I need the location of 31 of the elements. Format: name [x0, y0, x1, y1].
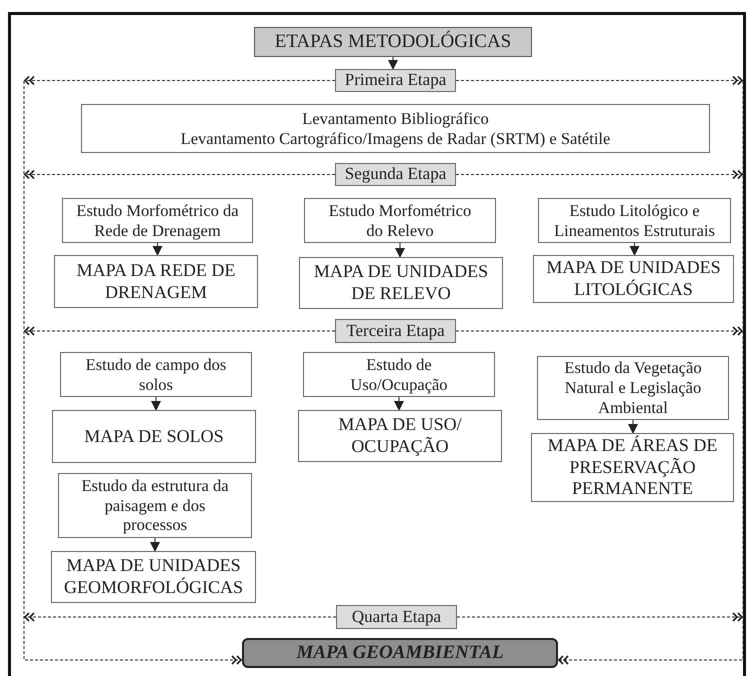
process-box: Estudo da estrutura da paisagem e dos processos: [58, 473, 252, 538]
process-box: Estudo Morfométrico da Rede de Drenagem: [62, 198, 253, 243]
map-box: MAPA DA REDE DE DRENAGEM: [54, 255, 258, 308]
map-box: MAPA DE ÁREAS DE PRESERVAÇÃO PERMANENTE: [531, 433, 734, 502]
heading-box: ETAPAS METODOLÓGICAS: [254, 27, 532, 57]
arrow: [630, 242, 640, 256]
result-box: MAPA GEOAMBIENTAL: [242, 638, 558, 668]
stage-label-box: Primeira Etapa: [335, 69, 456, 92]
map-box: MAPA DE UNIDADES DE RELEVO: [299, 257, 503, 309]
map-box: MAPA DE UNIDADES GEOMORFOLÓGICAS: [51, 551, 256, 603]
map-box: MAPA DE USO/ OCUPAÇÃO: [298, 410, 502, 462]
arrow: [628, 420, 638, 434]
stage-label-box: Quarta Etapa: [336, 605, 457, 629]
process-box: Estudo Morfométrico do Relevo: [304, 198, 496, 243]
process-box: Estudo de campo dos solos: [60, 352, 252, 397]
box-text: Levantamento Cartográfico/Imagens de Radar (SRTM) e Satétile: [180, 128, 610, 148]
box-text: Levantamento Bibliográfico: [302, 108, 489, 128]
stage-label-box: Segunda Etapa: [335, 163, 456, 186]
arrow: [388, 56, 398, 70]
arrow: [394, 396, 404, 411]
arrow: [151, 396, 161, 411]
process-box: [81, 104, 710, 153]
arrow: [152, 242, 162, 256]
map-box: MAPA DE UNIDADES LITOLÓGICAS: [533, 255, 734, 303]
stage-label-box: Terceira Etapa: [335, 319, 456, 343]
process-box: Estudo Litológico e Lineamentos Estruturais: [538, 198, 731, 243]
arrow: [150, 538, 160, 552]
process-box: Estudo de Uso/Ocupação: [303, 352, 495, 397]
process-box: Estudo da Vegetação Natural e Legislação Ambiental: [537, 356, 729, 420]
arrow: [395, 242, 405, 258]
map-box: MAPA DE SOLOS: [52, 410, 256, 463]
